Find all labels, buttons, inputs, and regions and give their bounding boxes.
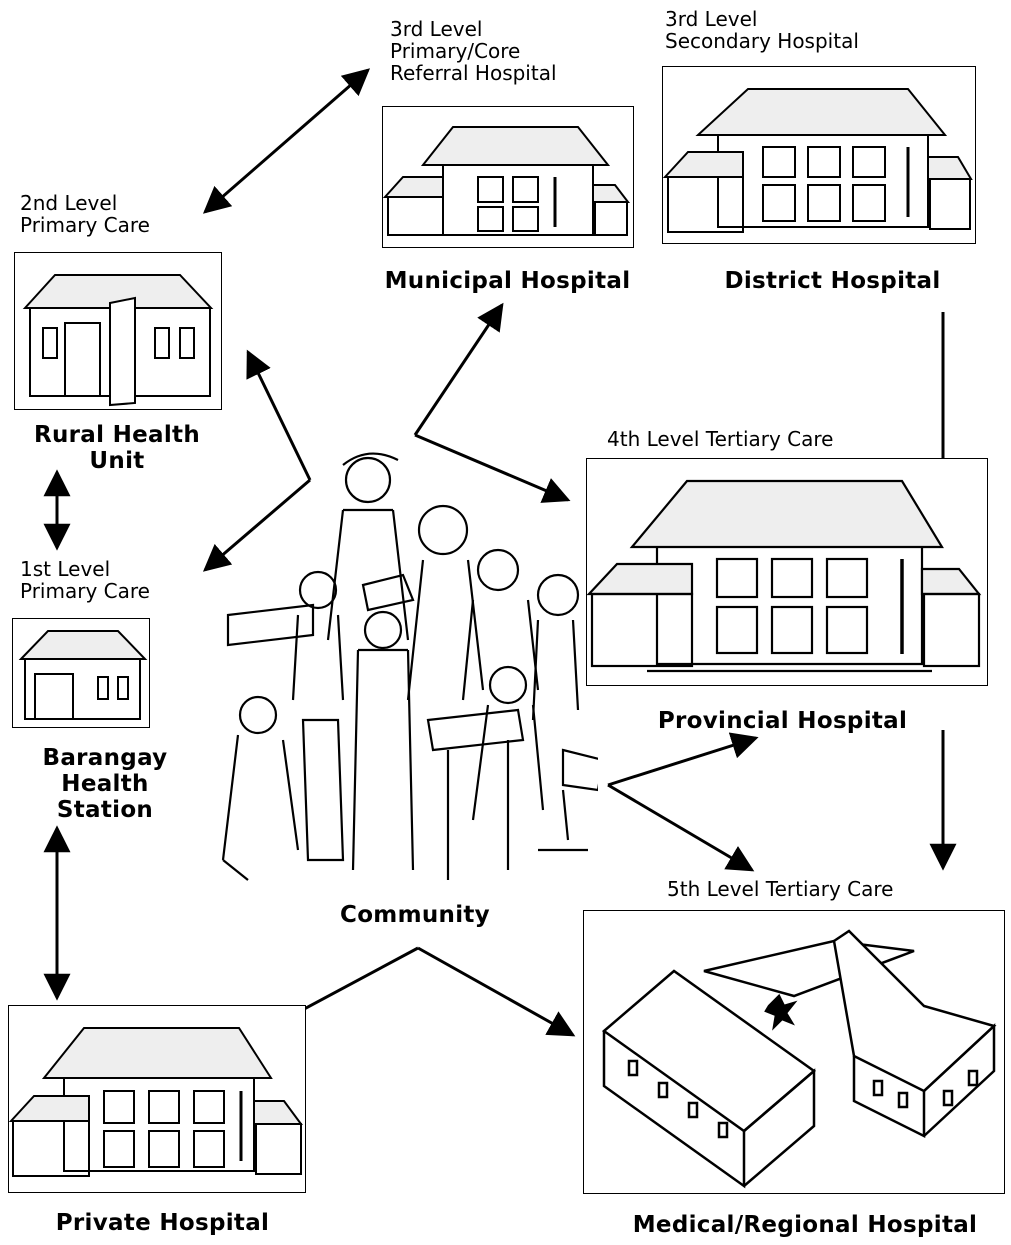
medical-regional-hospital-name: Medical/Regional Hospital	[632, 1212, 978, 1238]
provincial-hospital-image	[586, 458, 988, 686]
arrow-community-1st	[202, 478, 311, 572]
community-illustration	[218, 440, 605, 890]
barangay-health-station-image	[12, 618, 150, 728]
arrow-community-municipal	[413, 302, 504, 436]
rural-health-unit-image	[14, 252, 222, 410]
arrow-community-medical-2	[417, 946, 576, 1037]
municipal-hospital-name: Municipal Hospital	[384, 268, 631, 294]
arrow-rhu-municipal	[202, 68, 371, 214]
private-hospital-name: Private Hospital	[55, 1210, 270, 1236]
label-1st-primary: 1st Level Primary Care	[20, 557, 150, 603]
arrow-community-provincial-2	[607, 732, 759, 787]
arrow-community-medical	[607, 783, 755, 872]
rural-health-unit-name: Rural Health Unit	[33, 422, 201, 474]
community-name: Community	[340, 902, 490, 928]
arrow-community-rhu	[246, 349, 312, 481]
arrow-community-provincial	[414, 433, 571, 503]
barangay-health-station-name: Barangay Health Station	[42, 745, 168, 823]
label-2nd-primary: 2nd Level Primary Care	[20, 191, 150, 237]
label-3rd-primary: 3rd Level Primary/Core Referral Hospital	[390, 17, 557, 85]
district-hospital-image	[662, 66, 976, 244]
label-5th-tertiary: 5th Level Tertiary Care	[667, 877, 894, 901]
label-3rd-secondary: 3rd Level Secondary Hospital	[665, 7, 859, 53]
district-hospital-name: District Hospital	[724, 268, 941, 294]
municipal-hospital-image	[382, 106, 634, 248]
provincial-hospital-name: Provincial Hospital	[657, 708, 908, 734]
label-4th-tertiary: 4th Level Tertiary Care	[607, 427, 834, 451]
medical-regional-hospital-image	[583, 910, 1005, 1194]
private-hospital-image	[8, 1005, 306, 1193]
